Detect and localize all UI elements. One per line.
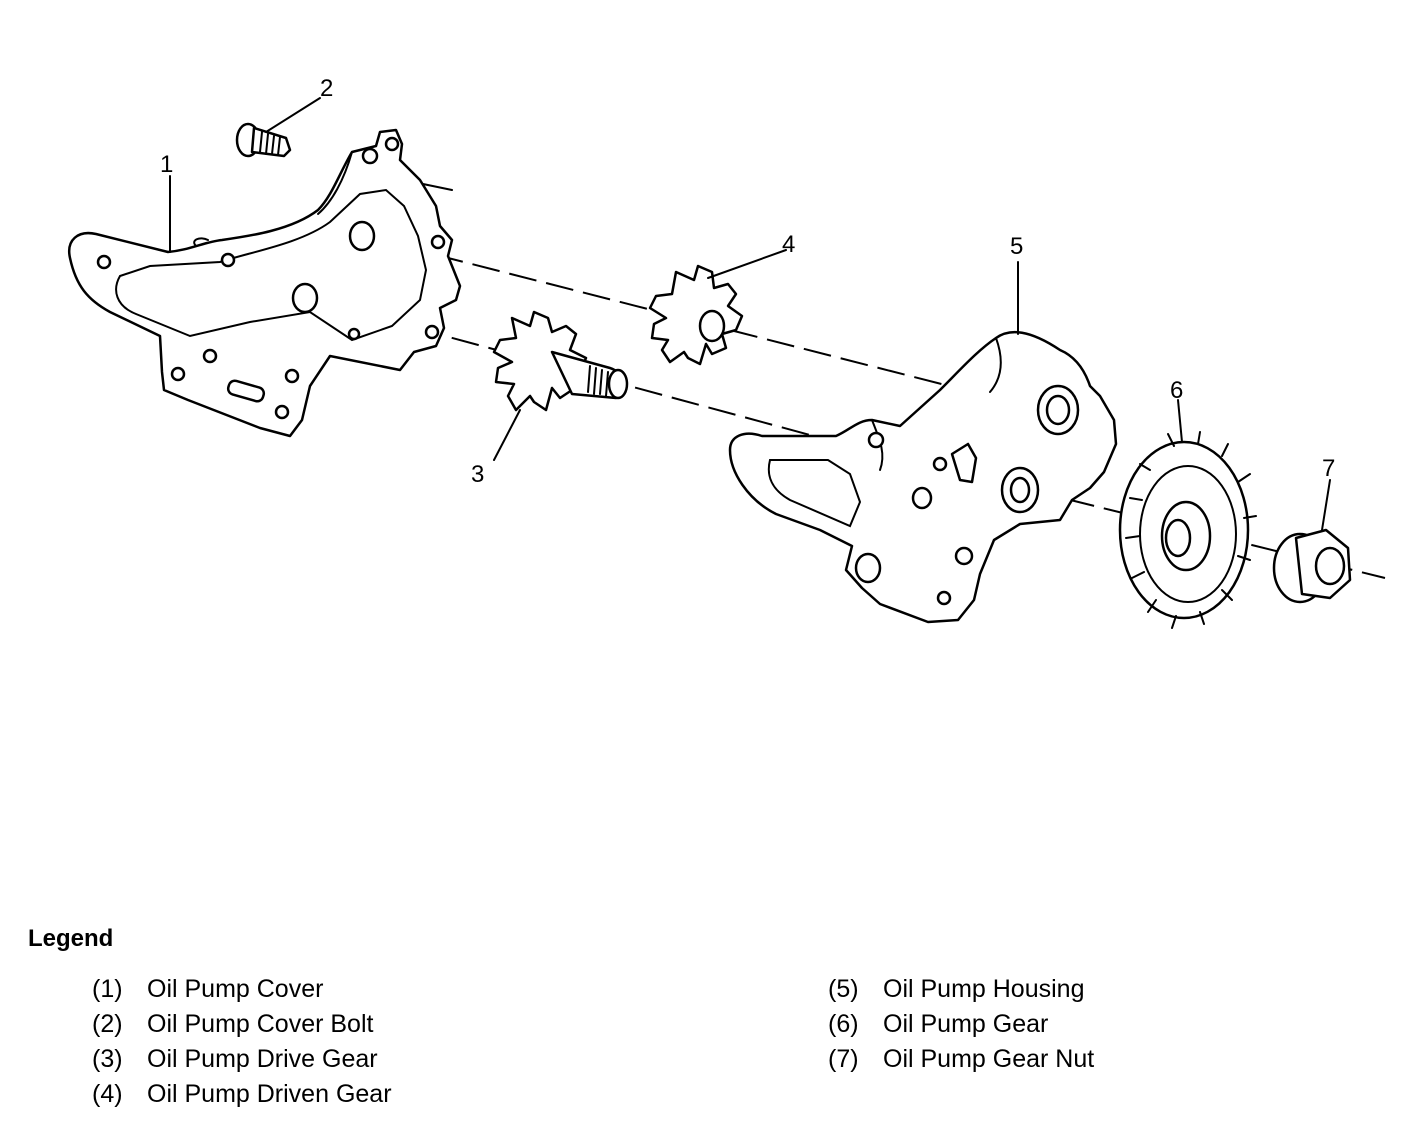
callout-7: 7 xyxy=(1322,455,1335,482)
oil-pump-gear xyxy=(1118,431,1257,629)
legend-item-label: Oil Pump Gear xyxy=(883,1010,1049,1038)
callout-3: 3 xyxy=(471,461,484,488)
legend-item-number: (2) xyxy=(92,1010,123,1038)
legend-title: Legend xyxy=(28,925,114,952)
legend-item-label: Oil Pump Gear Nut xyxy=(883,1045,1095,1073)
legend-item-number: (3) xyxy=(92,1045,123,1073)
callout-6: 6 xyxy=(1170,377,1183,404)
legend-item-number: (6) xyxy=(828,1010,859,1038)
legend-item: (4) Oil Pump Driven Gear xyxy=(92,1080,392,1115)
legend-item-label: Oil Pump Cover xyxy=(147,975,324,1003)
oil-pump-gear-nut xyxy=(1272,528,1352,604)
legend-item: (1) Oil Pump Cover xyxy=(92,975,392,1010)
oil-pump-cover-bolt xyxy=(235,122,292,158)
legend-item-label: Oil Pump Housing xyxy=(883,975,1085,1003)
legend-item-label: Oil Pump Drive Gear xyxy=(147,1045,378,1073)
legend-item-label: Oil Pump Cover Bolt xyxy=(147,1010,374,1038)
oil-pump-cover xyxy=(67,128,462,438)
callout-2: 2 xyxy=(320,75,333,102)
callout-1: 1 xyxy=(160,151,173,178)
oil-pump-drive-gear xyxy=(492,310,629,412)
legend-item-number: (5) xyxy=(828,975,859,1003)
legend-item-number: (7) xyxy=(828,1045,859,1073)
legend-item: (6) Oil Pump Gear xyxy=(828,1010,1094,1045)
oil-pump-housing xyxy=(728,330,1118,624)
legend-item-number: (4) xyxy=(92,1080,123,1108)
legend-column-left: (1) Oil Pump Cover (2) Oil Pump Cover Bolt… xyxy=(92,975,392,1115)
legend-item: (3) Oil Pump Drive Gear xyxy=(92,1045,392,1080)
callout-labels: 1 2 3 4 5 6 7 xyxy=(160,75,1335,488)
legend-column-right: (5) Oil Pump Housing (6) Oil Pump Gear (7)… xyxy=(828,975,1094,1080)
callout-5: 5 xyxy=(1010,233,1023,260)
legend-item-label: Oil Pump Driven Gear xyxy=(147,1080,392,1108)
callout-4: 4 xyxy=(782,231,795,258)
oil-pump-driven-gear xyxy=(648,264,744,366)
legend-item: (5) Oil Pump Housing xyxy=(828,975,1094,1010)
callout-leaders xyxy=(169,97,1331,531)
exploded-view-diagram: 1 2 3 4 5 6 7 xyxy=(67,75,1386,629)
legend-item: (2) Oil Pump Cover Bolt xyxy=(92,1010,392,1045)
legend-item-number: (1) xyxy=(92,975,123,1003)
legend-item: (7) Oil Pump Gear Nut xyxy=(828,1045,1094,1080)
